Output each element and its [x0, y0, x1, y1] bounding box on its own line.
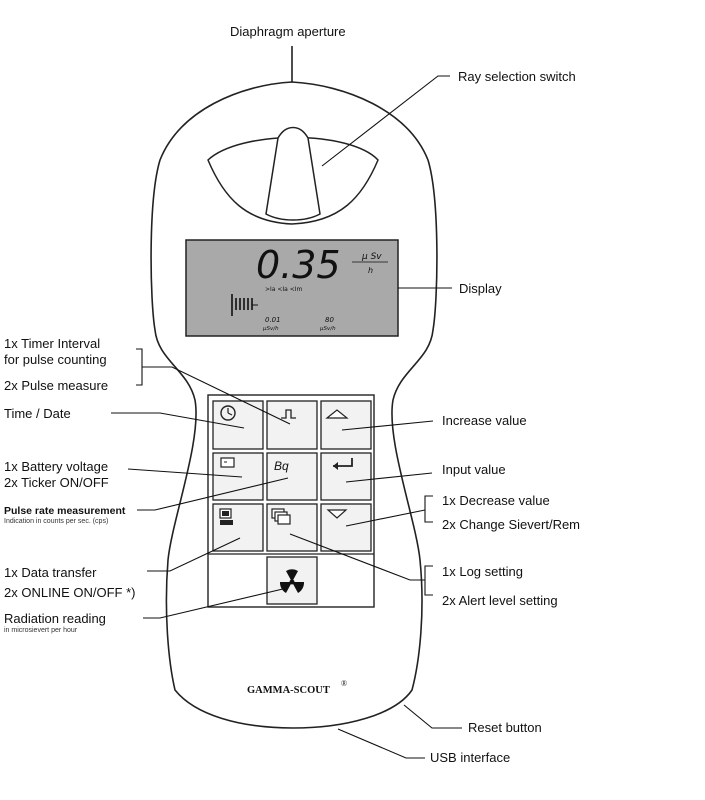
- label-pulse-rate: Pulse rate measurement Indication in cou…: [4, 505, 125, 527]
- label-decrease: 1x Decrease value 2x Change Sievert/Rem: [442, 489, 580, 537]
- label-ticker-onoff: 2x Ticker ON/OFF: [4, 475, 109, 491]
- key-log[interactable]: [266, 503, 318, 552]
- label-diaphragm-aperture: Diaphragm aperture: [230, 24, 346, 39]
- data-transfer-icon: [219, 508, 233, 525]
- label-time-date: Time / Date: [4, 406, 71, 421]
- clock-icon: [220, 405, 236, 421]
- label-decrease-value: 1x Decrease value: [442, 493, 550, 508]
- label-timer-interval-line1: 1x Timer Interval: [4, 336, 101, 351]
- keypad-frame: [207, 394, 375, 608]
- label-increase-value: Increase value: [442, 413, 527, 428]
- label-radiation: Radiation reading in microsievert per ho…: [4, 611, 106, 636]
- label-log-setting: 1x Log setting: [442, 564, 523, 579]
- key-bq[interactable]: Bq: [266, 452, 318, 501]
- display-indicators: >Ia <Ia <Im: [265, 286, 303, 293]
- key-down[interactable]: [320, 503, 372, 552]
- display-scale-left-unit: µSv/h: [262, 326, 279, 332]
- label-timer-interval: 1x Timer Interval for pulse counting: [4, 336, 107, 369]
- leader-lines: [111, 75, 462, 759]
- label-radiation-sub: in microsievert per hour: [4, 627, 78, 635]
- label-battery-voltage: 1x Battery voltage: [4, 459, 109, 474]
- label-data: 1x Data transfer 2x ONLINE ON/OFF *): [4, 563, 135, 603]
- label-timer-interval-line2: for pulse counting: [4, 352, 107, 368]
- label-battery: 1x Battery voltage 2x Ticker ON/OFF: [4, 459, 109, 492]
- key-radiation[interactable]: [266, 556, 318, 605]
- display-unit-bottom: h: [368, 266, 373, 275]
- enter-arrow-icon: [333, 458, 353, 467]
- display-scale-right: 80: [325, 316, 334, 324]
- label-data-transfer: 1x Data transfer: [4, 565, 97, 580]
- label-pulse-rate-sub: Indication in counts per sec. (cps): [4, 518, 109, 526]
- label-usb-interface: USB interface: [430, 750, 511, 765]
- radiation-icon: [279, 569, 305, 593]
- label-pulse-rate-title: Pulse rate measurement: [4, 505, 126, 517]
- brand-name: GAMMA-SCOUT: [247, 685, 330, 696]
- label-log: 1x Log setting 2x Alert level setting: [442, 557, 558, 615]
- bq-text-icon: Bq: [274, 459, 289, 473]
- display-scale-left: 0.01: [265, 316, 281, 324]
- label-input-value: Input value: [442, 462, 506, 477]
- brand-registered: ®: [341, 679, 347, 688]
- label-ray-selection-switch: Ray selection switch: [458, 69, 576, 84]
- triangle-up-icon: [325, 409, 349, 419]
- key-up[interactable]: [320, 400, 372, 450]
- label-online-onoff: 2x ONLINE ON/OFF *): [4, 585, 136, 600]
- label-change-sievert: 2x Change Sievert/Rem: [442, 517, 581, 532]
- label-pulse-measure: 2x Pulse measure: [4, 378, 109, 393]
- key-pulse[interactable]: [266, 400, 318, 450]
- log-icon: [271, 508, 291, 525]
- battery-icon: [220, 457, 235, 468]
- display-unit-top: µ Sv: [361, 252, 382, 262]
- display-scale-right-unit: µSv/h: [319, 326, 336, 332]
- display-bargraph: [231, 294, 258, 316]
- ray-selection-switch[interactable]: [265, 126, 321, 221]
- display-reading: 0.35: [256, 243, 341, 287]
- pulse-icon: [281, 409, 296, 419]
- triangle-down-icon: [326, 509, 348, 519]
- label-display: Display: [459, 281, 502, 296]
- label-radiation-reading: Radiation reading: [4, 611, 106, 626]
- label-alert-level: 2x Alert level setting: [442, 593, 558, 608]
- key-clock[interactable]: [212, 400, 264, 450]
- key-data[interactable]: [212, 503, 264, 552]
- key-enter[interactable]: [320, 452, 372, 501]
- label-reset-button: Reset button: [468, 720, 542, 735]
